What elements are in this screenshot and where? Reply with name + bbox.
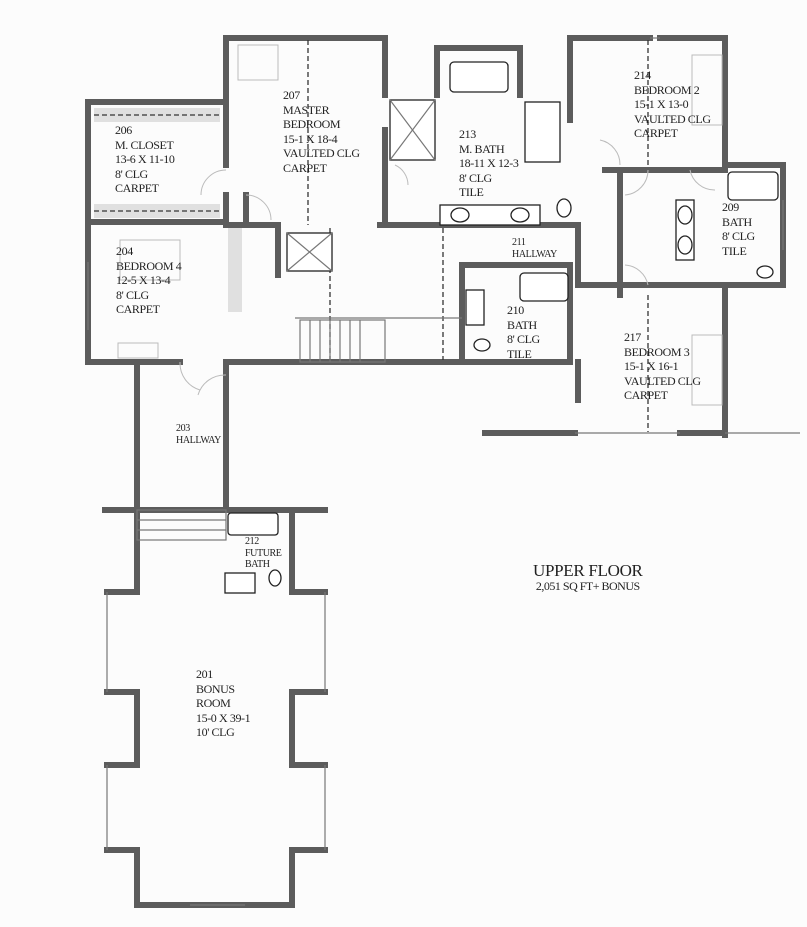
room-number: 210 xyxy=(507,303,524,317)
room-floor: CARPET xyxy=(624,388,668,402)
room-ceiling: 8' CLG xyxy=(459,170,492,185)
room-ceiling: 8' CLG xyxy=(115,166,148,181)
room-label-m-bath: 213 M. BATH 18-11 X 12-3 8' CLG TILE xyxy=(459,127,519,200)
room-name: M. CLOSET xyxy=(115,137,174,152)
room-number: 217 xyxy=(624,330,641,344)
room-ceiling: 8' CLG xyxy=(116,287,149,302)
room-name-2: ROOM xyxy=(196,696,231,710)
room-name: BATH xyxy=(507,317,537,332)
room-floor: CARPET xyxy=(116,302,160,316)
room-number: 213 xyxy=(459,127,476,141)
room-size: 15-1 X 18-4 xyxy=(283,131,338,146)
closet-rods xyxy=(94,108,242,312)
room-name: BEDROOM 3 xyxy=(624,344,690,359)
plan-subtitle: 2,051 SQ FT+ BONUS xyxy=(535,579,640,593)
room-size: 15-1 X 13-0 xyxy=(634,97,689,111)
room-floor: TILE xyxy=(507,346,532,361)
room-name: M. BATH xyxy=(459,141,505,156)
room-ceiling: 10' CLG xyxy=(196,725,235,739)
room-name: BONUS xyxy=(196,681,235,696)
room-number: 207 xyxy=(283,88,300,102)
room-floor: CARPET xyxy=(115,181,159,195)
room-size: 12-5 X 13-4 xyxy=(116,273,171,287)
room-label-m-closet: 206 M. CLOSET 13-6 X 11-10 8' CLG CARPET xyxy=(115,123,175,196)
room-number: 203 xyxy=(176,423,190,434)
dashed-beams xyxy=(307,40,649,432)
windows-and-thin-lines xyxy=(87,37,800,906)
room-label-bedroom-4: 204 BEDROOM 4 12-5 X 13-4 8' CLG CARPET xyxy=(116,244,182,317)
room-label-master-bedroom: 207 MASTER BEDROOM 15-1 X 18-4 VAULTED C… xyxy=(283,88,360,175)
room-floor: CARPET xyxy=(634,126,678,140)
room-ceiling: VAULTED CLG xyxy=(283,146,360,160)
room-ceiling: 8' CLG xyxy=(507,332,540,346)
room-name: MASTER xyxy=(283,102,330,117)
room-label-bath-209: 209 BATH 8' CLG TILE xyxy=(722,200,755,258)
walls xyxy=(85,35,786,908)
room-name-2: BEDROOM xyxy=(283,117,341,131)
room-label-future-bath: 212 FUTURE BATH xyxy=(245,536,282,571)
room-number: 211 xyxy=(512,237,526,248)
room-name: HALLWAY xyxy=(176,435,221,446)
room-number: 204 xyxy=(116,244,133,258)
room-number: 206 xyxy=(115,123,132,137)
plan-title: UPPER FLOOR xyxy=(533,561,643,580)
room-name-2: BATH xyxy=(245,559,270,570)
room-ceiling: VAULTED CLG xyxy=(624,373,701,388)
room-size: 15-1 X 16-1 xyxy=(624,359,679,373)
door-swings xyxy=(179,139,716,396)
room-label-bonus-room: 201 BONUS ROOM 15-0 X 39-1 10' CLG xyxy=(196,667,251,740)
room-name: FUTURE xyxy=(245,547,282,559)
room-number: 209 xyxy=(722,200,739,214)
room-number: 214 xyxy=(634,68,651,82)
room-name: BEDROOM 2 xyxy=(634,82,700,97)
room-number: 201 xyxy=(196,667,213,681)
room-label-bath-210: 210 BATH 8' CLG TILE xyxy=(507,303,540,361)
fixtures xyxy=(117,44,779,594)
room-floor: CARPET xyxy=(283,160,327,175)
room-name: BEDROOM 4 xyxy=(116,258,182,273)
room-floor: TILE xyxy=(459,185,484,199)
room-label-bedroom-2: 214 BEDROOM 2 15-1 X 13-0 VAULTED CLG CA… xyxy=(634,68,711,141)
room-name: BATH xyxy=(722,214,752,229)
plan-title-block: UPPER FLOOR 2,051 SQ FT+ BONUS xyxy=(533,561,643,594)
stairs xyxy=(136,232,462,541)
room-size: 15-0 X 39-1 xyxy=(196,710,251,725)
room-label-hallway-203: 203 HALLWAY xyxy=(176,423,221,447)
room-size: 18-11 X 12-3 xyxy=(459,156,519,170)
room-name: HALLWAY xyxy=(512,249,557,260)
room-size: 13-6 X 11-10 xyxy=(115,152,175,166)
room-ceiling: 8' CLG xyxy=(722,229,755,243)
room-ceiling: VAULTED CLG xyxy=(634,111,711,126)
room-label-bedroom-3: 217 BEDROOM 3 15-1 X 16-1 VAULTED CLG CA… xyxy=(624,330,701,403)
room-number: 212 xyxy=(245,536,259,547)
room-label-hallway-211: 211 HALLWAY xyxy=(512,237,557,261)
room-floor: TILE xyxy=(722,243,747,258)
